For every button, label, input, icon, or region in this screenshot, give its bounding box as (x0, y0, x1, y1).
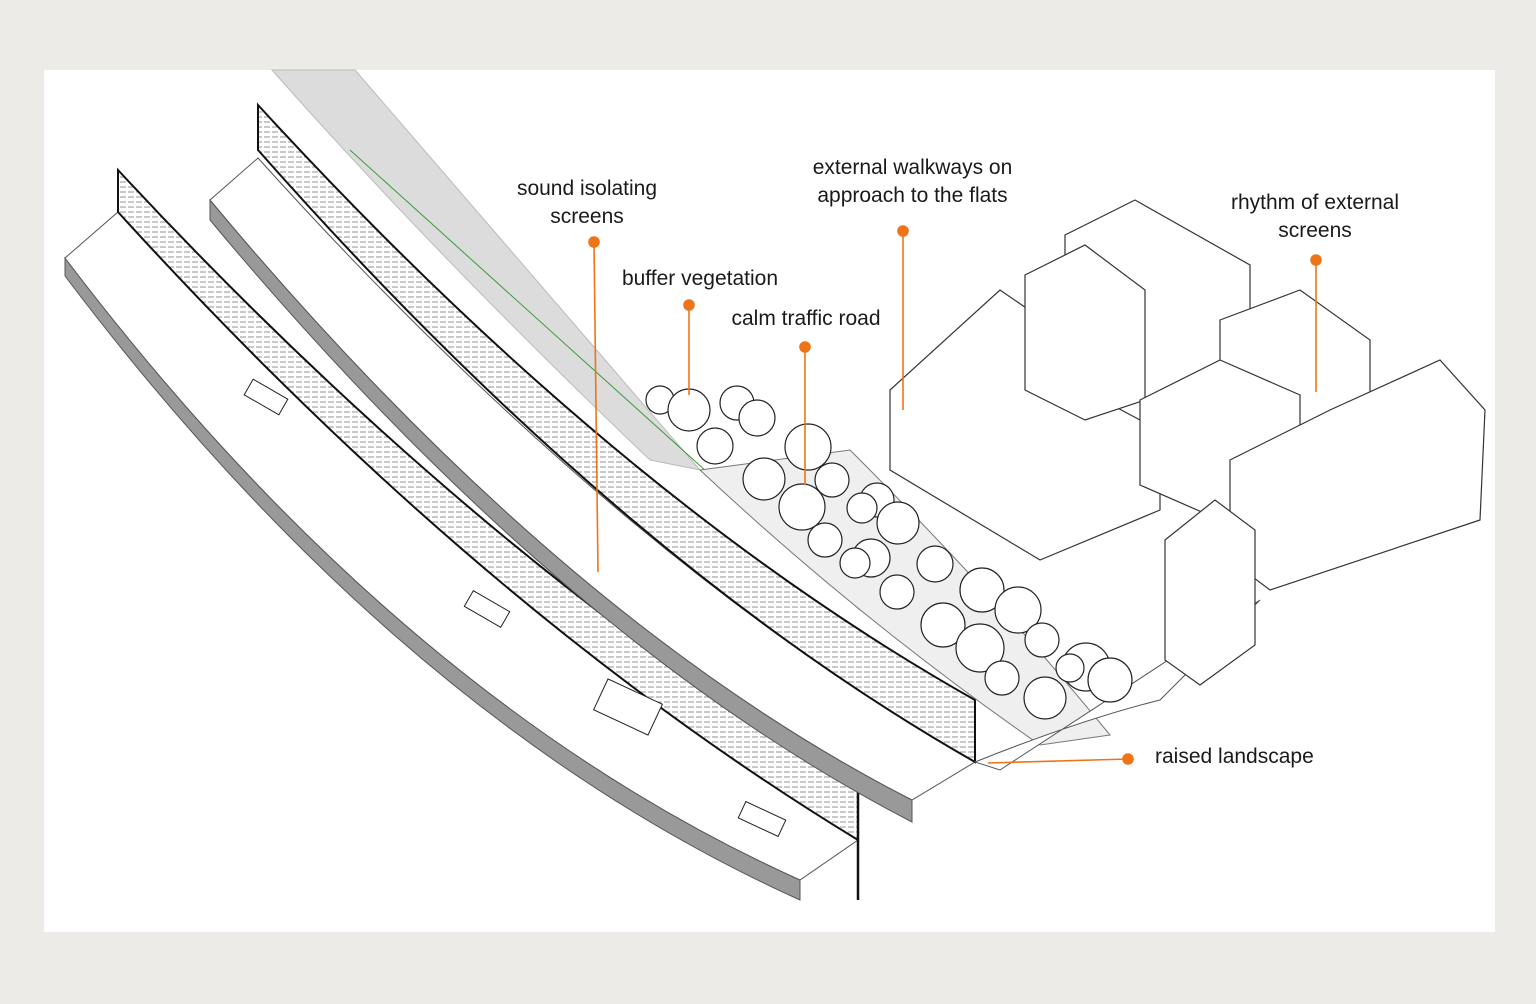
label-raised-landscape: raised landscape (1155, 745, 1314, 768)
label-line: external walkways on (812, 156, 1013, 179)
label-external-walkways: external walkways on approach to the fla… (790, 154, 1035, 210)
label-line: rhythm of external (1230, 191, 1400, 214)
label-line: approach to the flats (817, 184, 1008, 207)
raised-landscape (973, 599, 1261, 771)
label-rhythm-of-screens: rhythm of external screens (1210, 189, 1420, 245)
gray-wedge (270, 69, 702, 471)
car-icon (463, 590, 511, 628)
label-sound-isolating-screens: sound isolating screens (497, 175, 677, 231)
buffer-trees (645, 385, 1133, 720)
label-line: screens (550, 205, 624, 228)
label-buffer-vegetation: buffer vegetation (621, 267, 779, 290)
label-line: screens (1278, 219, 1352, 242)
car-icon (737, 800, 787, 838)
leader-lines (588, 225, 1322, 765)
car-icon (243, 378, 289, 416)
apartment-buildings (889, 199, 1486, 686)
label-calm-traffic-road: calm traffic road (731, 307, 881, 330)
truck-icon (592, 678, 664, 736)
label-line: sound isolating (516, 177, 658, 200)
